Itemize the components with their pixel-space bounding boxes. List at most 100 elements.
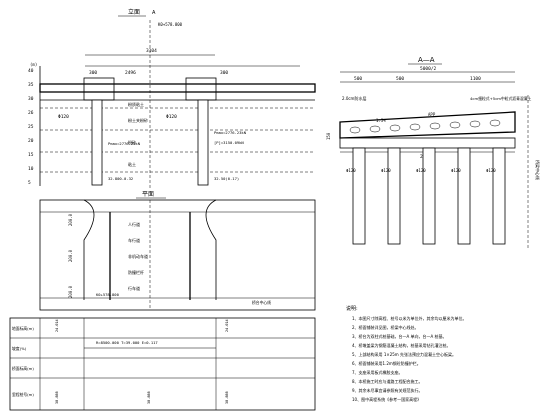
section-side-text: 桥梁中心线 — [535, 160, 541, 180]
elevation-view: 立面 A K0+578.800 3104 2496 300 300 (m) 40… — [28, 8, 316, 190]
note-3: 3、桥台为双柱式桩基础，台—A 单向，台—A 桩基。 — [352, 333, 447, 339]
table-value-5: 38.888 — [225, 391, 229, 404]
slab-void-2 — [369, 125, 381, 133]
tick-30: 30 — [28, 96, 34, 102]
section-dim-500a: 500 — [354, 76, 362, 82]
slab-void-3 — [389, 124, 401, 132]
right-abutment — [185, 77, 217, 101]
slab-void-8 — [489, 119, 501, 127]
tick-40: 40 — [28, 68, 34, 74]
note-9: 9、其余未尽事宜请参照有关规范执行。 — [352, 387, 423, 393]
section-pile-4 — [457, 147, 471, 245]
dim-2496: 2496 — [125, 70, 136, 76]
tick-15: 15 — [28, 152, 34, 158]
left-pile — [91, 99, 103, 186]
hollow-slab-voids — [349, 119, 501, 134]
tick-10: 10 — [28, 166, 34, 172]
section-pile-label-2: Φ120 — [381, 168, 391, 173]
section-pile-label-3: Φ120 — [416, 168, 426, 173]
tick-20: 20 — [28, 138, 34, 144]
deck-section — [339, 111, 516, 139]
section-pile-label-5: Φ120 — [486, 168, 496, 173]
plan-dim-1: 200.0 — [68, 213, 73, 226]
section-pave-label: 2.0cm防水层 — [342, 95, 366, 101]
note-8: 8、本桥施工时应与道路工程配合施工。 — [352, 378, 423, 384]
section-cross-slope: 1.5% — [376, 118, 386, 123]
note-10: 10、图中高程系统《参考—国家高程》 — [352, 396, 421, 402]
note-2: 2、桥面铺装详见图，桥梁中心线处。 — [352, 324, 419, 330]
bridge-deck — [39, 83, 316, 93]
table-row-label-3: 桥面标高(m) — [12, 366, 34, 371]
elevation-title: 立面 — [128, 8, 140, 16]
slab-void-1 — [349, 126, 361, 134]
note-7: 7、支座采用板式橡胶支座。 — [352, 369, 403, 375]
section-pile-5 — [492, 147, 506, 245]
plan-label-3: 非机动车道 — [128, 253, 148, 259]
left-wingwall — [83, 199, 95, 300]
profile-table: 地面标高(m) 坡度(%) 桥面标高(m) 里程桩号(m) R=8500.000… — [9, 317, 316, 411]
table-row-label-1: 地面标高(m) — [12, 326, 34, 331]
soil-1: 粉质粘土 — [128, 101, 144, 107]
plan-label-4: 防撞栏杆 — [128, 269, 144, 275]
dim-300-left: 300 — [89, 70, 97, 76]
plan-dim-3: 200.0 — [68, 285, 73, 298]
table-row-label-2: 坡度(%) — [12, 346, 27, 351]
pile-info-left-2: 32.800-0.32 — [108, 176, 133, 181]
pile-info-right-3: 32.50(0.17) — [214, 176, 239, 181]
right-wingwall — [205, 199, 217, 300]
table-row-label-4: 里程桩号(m) — [12, 392, 34, 397]
plan-dim-2: 200.0 — [68, 249, 73, 262]
scale-unit: (m) — [30, 62, 37, 67]
section-layer-note: 4cm细粒式+5cm中粒式沥青混凝土 — [470, 96, 532, 101]
note-1: 1、本图尺寸除高程、桩号以米为单位外，其余均以厘米为单位。 — [352, 315, 467, 321]
section-arrow-a: A — [152, 10, 156, 16]
pile-info-right-2: [P]=3150.09kN — [214, 140, 244, 145]
table-outline — [9, 317, 316, 411]
section-pile-label-4: Φ120 — [451, 168, 461, 173]
right-pile — [197, 99, 209, 186]
note-4: 4、桥墩盖梁为钢筋混凝土结构，桩基采用钻孔灌注桩。 — [352, 342, 451, 348]
note-5: 5、上部结构采用 1×25m 先张法预应力混凝土空心板梁。 — [352, 351, 456, 357]
tick-25: 25 — [28, 124, 34, 130]
soil-3: 粉砂 — [128, 139, 136, 145]
left-abutment — [83, 77, 115, 101]
table-value-3: 38.888 — [55, 391, 59, 404]
section-view: A—A 5000/2 500 500 1100 2.0cm防水层 4cm细粒式+… — [326, 56, 541, 250]
plan-outline — [39, 199, 316, 311]
soil-2: 粉土夹粉砂 — [128, 117, 148, 123]
table-value-2: 24.014 — [225, 319, 229, 332]
section-title: A—A — [418, 56, 435, 64]
section-pile-label-1: Φ120 — [346, 168, 356, 173]
plan-abutment-center: 桥台中心线 — [252, 300, 271, 305]
scale-ticks: 40 35 30 26 25 20 15 10 5 — [28, 68, 34, 186]
soil-4: 粘土 — [128, 161, 136, 167]
plan-view: 平面 人行道 车行道 非机动车道 防撞栏杆 行车道 200.0 200.0 20… — [39, 191, 316, 311]
plan-title: 平面 — [142, 191, 154, 198]
note-6: 6、桥面铺装采用1.2m钢砼防撞护栏。 — [352, 360, 421, 366]
pile-label-left: Φ120 — [58, 114, 69, 120]
section-pile-3 — [422, 147, 436, 245]
slab-void-4 — [409, 123, 421, 131]
dim-3104: 3104 — [146, 48, 157, 54]
slab-void-5 — [429, 122, 441, 130]
slab-void-6 — [449, 121, 461, 129]
plan-label-5: 行车道 — [128, 285, 140, 291]
pile-label-right: Φ120 — [166, 114, 177, 120]
pile-info-left-1: Pmax=2776.23kN — [108, 141, 141, 146]
table-value-1: 24.014 — [55, 319, 59, 332]
plan-label-1: 人行道 — [128, 221, 140, 227]
section-dim-1100: 1100 — [470, 76, 481, 82]
section-dim-500b: 500 — [396, 76, 404, 82]
cap-beam — [339, 137, 516, 149]
pile-info-right-1: Pmax=2776.23kN — [214, 130, 247, 135]
dim-300-right: 300 — [220, 70, 228, 76]
tick-35: 35 — [28, 82, 34, 88]
plan-station: K0+578.800 — [96, 292, 120, 297]
tick-5: 5 — [28, 180, 31, 186]
slab-void-7 — [469, 120, 481, 128]
notes-block: 说明: 1、本图尺寸除高程、桩号以米为单位外，其余均以厘米为单位。 2、桥面铺装… — [346, 305, 467, 402]
section-app-label: APP — [428, 112, 436, 117]
notes-title: 说明: — [346, 305, 358, 312]
elevation-station: K0+578.800 — [158, 22, 183, 27]
